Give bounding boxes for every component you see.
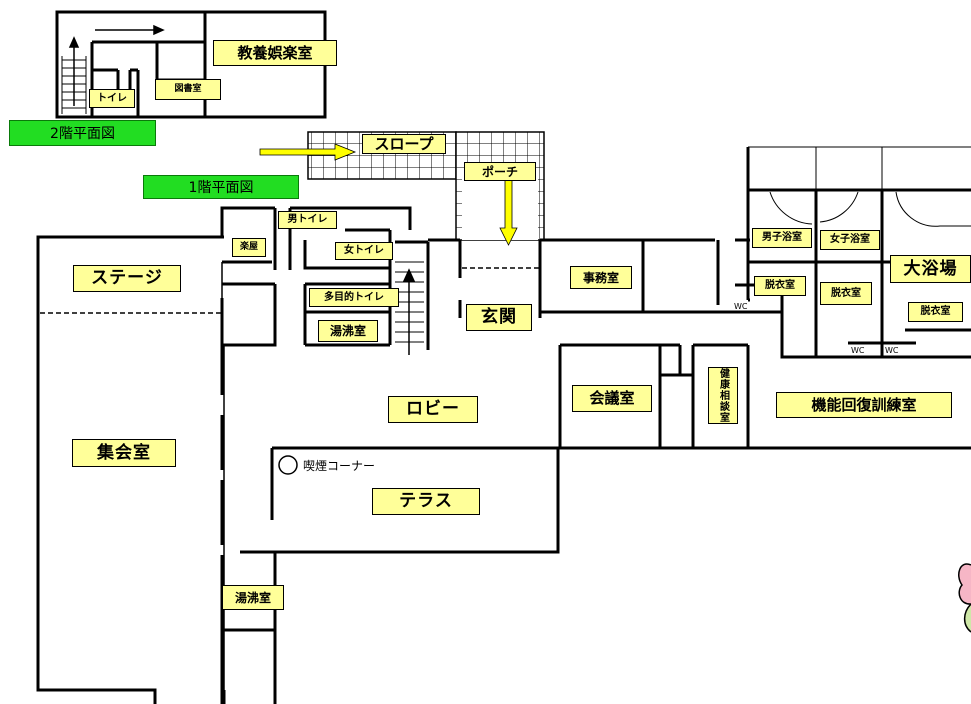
- room-multipurpose-toilet: 多目的トイレ: [309, 288, 399, 307]
- room-slope: スロープ: [362, 134, 446, 154]
- first-floor-walls: [36, 147, 971, 704]
- room-green-room: 楽屋: [232, 238, 266, 257]
- flower-clipart-icon: [958, 563, 971, 633]
- wc-label-2: WC: [851, 346, 865, 355]
- room-library: 図書室: [155, 79, 221, 100]
- room-hall: 集会室: [72, 439, 176, 467]
- porch-arrow: [499, 177, 518, 246]
- room-womens-toilet: 女トイレ: [335, 242, 393, 260]
- dashed-boundaries: [40, 267, 540, 314]
- room-rehabilitation: 機能回復訓練室: [776, 392, 952, 418]
- room-big-bath: 大浴場: [890, 255, 971, 283]
- room-kitchenette-1: 湯沸室: [318, 320, 378, 342]
- room-womens-bath: 女子浴室: [820, 230, 880, 250]
- wc-label-1: WC: [734, 302, 748, 311]
- first-floor-thin-lines: [221, 262, 225, 690]
- room-kitchenette-2: 湯沸室: [222, 585, 284, 610]
- room-mens-bath: 男子浴室: [752, 228, 812, 248]
- smoking-corner-icon: [278, 455, 298, 475]
- room-lobby: ロビー: [388, 396, 478, 423]
- room-recreation: 教養娯楽室: [213, 40, 337, 66]
- room-office: 事務室: [570, 266, 632, 289]
- room-health-consultation-text: 健康相談室: [717, 368, 729, 423]
- room-meeting: 会議室: [572, 385, 652, 412]
- wc-label-3: WC: [885, 346, 899, 355]
- stair-up-arrow: [402, 268, 416, 355]
- smoking-corner-label: 喫煙コーナー: [303, 459, 376, 473]
- room-changing-3: 脱衣室: [908, 302, 963, 322]
- floor-label-1f: 1階平面図: [143, 175, 299, 199]
- floor-label-2f: 2階平面図: [9, 120, 156, 146]
- room-entrance: 玄関: [466, 304, 532, 331]
- room-changing-2: 脱衣室: [820, 282, 872, 305]
- room-mens-toilet: 男トイレ: [278, 211, 337, 229]
- room-stage: ステージ: [73, 265, 181, 292]
- room-porch: ポーチ: [464, 162, 536, 181]
- slope-arrow: [259, 143, 357, 161]
- room-terrace: テラス: [372, 488, 480, 515]
- bath-area-lines: [748, 146, 971, 227]
- room-2f-toilet: トイレ: [89, 89, 135, 108]
- second-floor-arrows: [68, 24, 165, 106]
- room-changing-1: 脱衣室: [754, 276, 806, 296]
- room-health-consultation: 健康相談室: [708, 367, 738, 424]
